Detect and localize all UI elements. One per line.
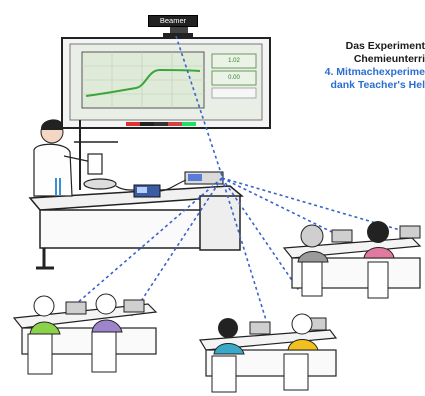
sensor-interface	[115, 171, 224, 198]
experiment-apparatus	[55, 120, 118, 196]
caption-line-4: dank Teacher's Hel	[330, 79, 425, 91]
beamer-label: Beamer	[148, 15, 198, 27]
screen-readout-box-2	[211, 70, 257, 86]
student-desk-front-left	[12, 293, 158, 375]
student-desk-front-middle	[198, 313, 338, 393]
screen-readout-2: 0.00	[228, 75, 240, 81]
caption-block: Das Experiment Chemieunterri 4. Mitmache…	[290, 40, 425, 92]
screen-curve	[85, 68, 201, 97]
caption-line-1: Das Experiment	[345, 40, 425, 52]
teacher-figure	[33, 119, 93, 197]
screen-readout-1: 1.02	[228, 58, 240, 64]
student-desk-back-right	[282, 221, 422, 299]
caption-line-3: 4. Mitmachexperime	[324, 66, 425, 78]
caption-line-2: Chemieunterri	[353, 53, 425, 65]
screen-readout-box-1	[211, 53, 257, 69]
teacher-desk	[28, 185, 244, 270]
wireless-links	[75, 35, 401, 321]
beamer-projector	[163, 24, 193, 37]
interactive-whiteboard	[61, 37, 271, 129]
screen-readout-box-3	[211, 87, 257, 99]
